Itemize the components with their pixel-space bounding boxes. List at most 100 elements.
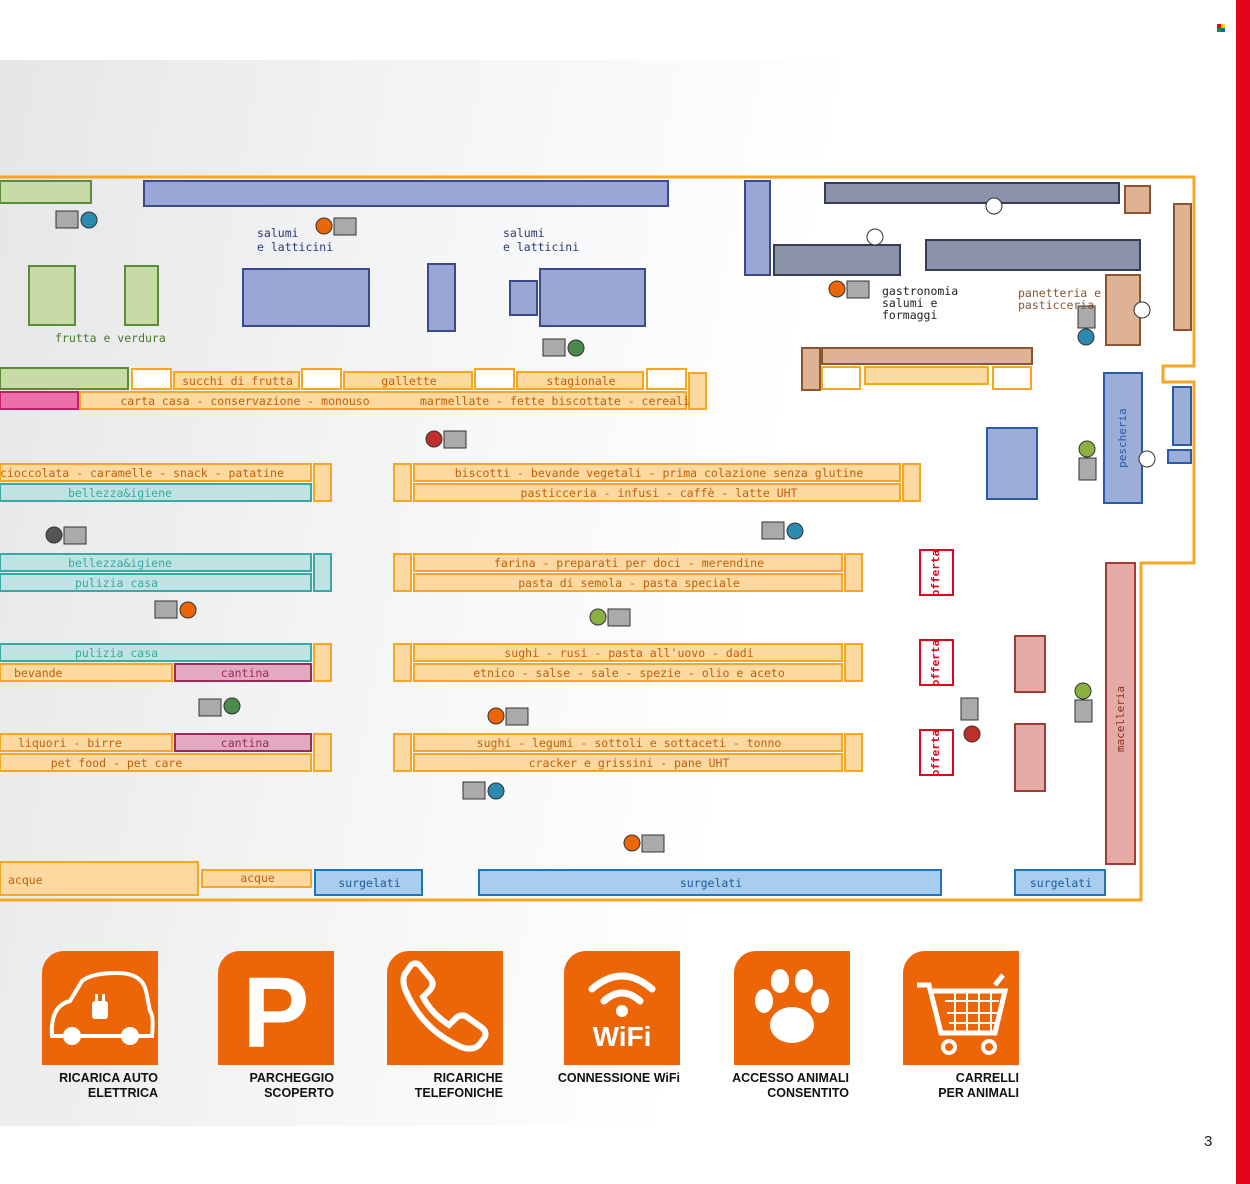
section-label-macelleria: macelleria: [1114, 685, 1127, 753]
service-tile-pets: [734, 951, 850, 1065]
section-label-frutta: frutta e verdura: [55, 331, 166, 345]
store-wall: [0, 175, 1196, 902]
aisle-label: bevande: [14, 666, 63, 680]
shopper-icon: [198, 697, 241, 717]
wifi-text: WiFi: [592, 1021, 652, 1052]
clerk-icon: [866, 228, 884, 246]
parking-icon: P: [243, 957, 310, 1065]
shopper-icon: [1078, 440, 1097, 481]
shopper-icon: [623, 834, 665, 853]
aisle-label: sughi - legumi - sottoli e sottaceti - t…: [476, 736, 782, 750]
aisle-label: cantina: [220, 736, 270, 750]
offerta-label-1: offerta: [929, 549, 942, 597]
produce-shelf-top: [0, 180, 92, 204]
shopper-icon: [828, 280, 870, 299]
service-label: CONNESSIONE WiFi: [557, 1071, 680, 1085]
phone-icon: [400, 960, 489, 1052]
aisle-label: cracker e grissini - pane UHT: [528, 756, 730, 770]
clerk-icon: [985, 197, 1003, 215]
offerta-label-2: offerta: [929, 639, 942, 687]
shopper-icon: [1077, 305, 1096, 346]
aisle-label: sughi - rusi - pasta all'uovo - dadi: [504, 646, 754, 660]
section-label-pescheria: pescheria: [1116, 408, 1129, 468]
gastronomia-counter-3: [925, 239, 1141, 271]
produce-bin-1: [28, 265, 76, 326]
service-tile-wifi: WiFi: [564, 951, 680, 1065]
deli-shelf-vertical: [744, 180, 771, 276]
svg-text:P: P: [243, 957, 310, 1065]
aisle-label: pet food - pet care: [50, 756, 183, 770]
shopper-icon: [55, 210, 98, 229]
clerk-icon: [1133, 301, 1151, 319]
bakery-box-1: [1124, 185, 1151, 214]
deli-shelf-top: [143, 180, 669, 207]
background: [0, 60, 1236, 1126]
aisle-label: acque: [8, 873, 43, 887]
shopper-icon: [542, 338, 585, 357]
aisle-label: cantina: [220, 666, 270, 680]
bakery-shelf-end: [801, 347, 821, 391]
wifi-icon: [588, 972, 656, 1017]
logo-mark: [1217, 24, 1225, 32]
bakery-shelf-right: [1173, 203, 1192, 331]
shopper-icon: [589, 608, 631, 627]
aisle-label: cioccolata - caramelle - snack - patatin…: [0, 466, 284, 480]
aisle-label: surgelati: [338, 876, 401, 890]
shopper-icon: [761, 521, 804, 540]
aisle-label: pulizia casa: [74, 646, 159, 660]
shopper-icon: [1074, 682, 1093, 723]
aisle-label: liquori - birre: [18, 736, 122, 750]
shopper-icon: [462, 781, 505, 800]
service-tile-parking: P: [218, 951, 334, 1065]
deli-fridge-4: [539, 268, 646, 327]
deli-fridge-1: [242, 268, 370, 327]
aisle-label: biscotti - bevande vegetali - prima cola…: [454, 466, 864, 480]
aisle-label: carta casa - conservazione - monouso: [120, 394, 370, 408]
gastronomia-counter-1: [824, 182, 1120, 204]
offerta-label-3: offerta: [929, 729, 942, 777]
produce-bin-2: [124, 265, 159, 326]
aisle-label: gallette: [381, 374, 437, 388]
aisle-label: surgelati: [679, 876, 743, 890]
page-number: 3: [1204, 1133, 1213, 1150]
shopper-icon: [315, 217, 357, 236]
shopper-icon: [154, 600, 197, 619]
aisle-label: stagionale: [546, 374, 616, 388]
aisle-label: bellezza&igiene: [68, 556, 172, 570]
aisle-label: acque: [240, 871, 275, 885]
service-tile-ev: [42, 951, 158, 1065]
pet-cart-icon: [917, 973, 1009, 1055]
aisle-label: etnico - salse - sale - spezie - olio e …: [473, 666, 785, 680]
service-tile-phone: [387, 951, 503, 1065]
aisle-label: pasticceria - infusi - caffè - latte UHT: [520, 486, 798, 500]
aisle-label: farina - preparati per doci - merendine: [493, 556, 765, 570]
aisle-label: surgelati: [1029, 876, 1093, 890]
shopper-icon: [487, 707, 529, 726]
deli-fridge-3: [509, 280, 538, 316]
shopper-icon: [45, 526, 87, 545]
paw-icon: [755, 969, 829, 1043]
service-tile-pet-cart: [903, 951, 1019, 1065]
aisle-label: pulizia casa: [74, 576, 159, 590]
shopper-icon: [960, 697, 981, 743]
electric-car-charging-icon: [49, 970, 155, 1045]
produce-shelf-bottom: [0, 367, 129, 390]
aisle-label: marmellate - fette biscottate - cereali: [419, 394, 691, 408]
aisle-label: bellezza&igiene: [68, 486, 172, 500]
deli-fridge-2: [427, 263, 456, 332]
gastronomia-counter-2: [773, 244, 901, 276]
aisle-label: succhi di frutta: [182, 374, 293, 388]
aisle-label: pasta di semola - pasta speciale: [518, 576, 740, 590]
shopper-icon: [425, 430, 467, 449]
brand-side-bar: [1236, 0, 1250, 1184]
